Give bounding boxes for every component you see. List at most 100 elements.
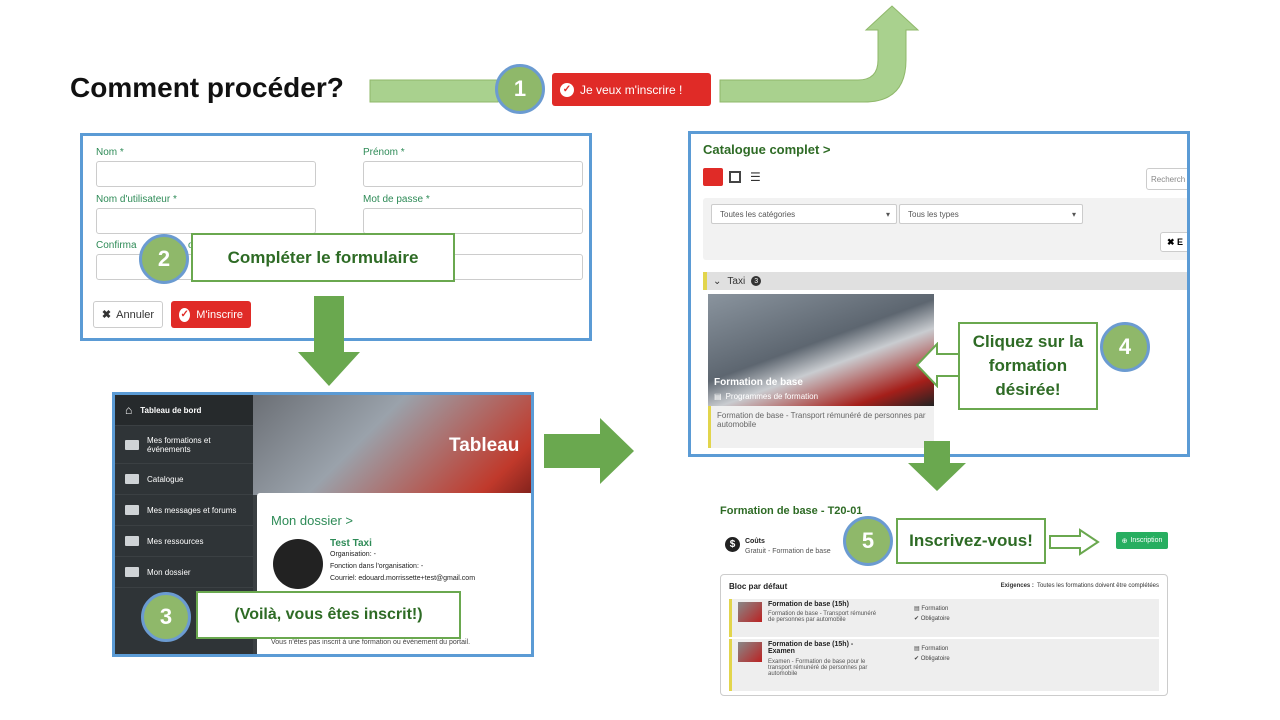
grid-view-icon[interactable]: [703, 168, 723, 186]
categories-value: Toutes les catégories: [720, 209, 796, 219]
books-icon: [125, 536, 139, 546]
username-label: Nom d'utilisateur *: [96, 194, 177, 205]
requirements: Exigences :Toutes les formations doivent…: [1001, 583, 1159, 589]
check-icon: ✓: [179, 307, 191, 322]
sidebar-item-formations[interactable]: Mes formations et événements: [115, 426, 253, 464]
minscrire-label: M'inscrire: [196, 308, 243, 321]
check-circle-icon: ✔: [914, 616, 921, 622]
chevron-down-icon: ▾: [1071, 209, 1076, 219]
cost-label: Coûts: [745, 538, 765, 545]
sidebar-item-label: Mes messages et forums: [147, 505, 237, 515]
item-type-label: Formation: [921, 646, 949, 652]
dashboard-panel: ⌂ Tableau de bord Mes formations et événe…: [112, 392, 534, 657]
arrow-down-1: [298, 296, 360, 386]
cost-value: Gratuit - Formation de base: [745, 548, 831, 555]
clear-filters-button[interactable]: ✖ E: [1160, 232, 1187, 252]
types-value: Tous les types: [908, 209, 959, 219]
list-view-icon[interactable]: ☰: [750, 170, 761, 184]
user-name: Test Taxi: [330, 538, 372, 549]
item-type: ▤ Formation: [914, 605, 948, 612]
book-icon: ▤: [714, 392, 722, 401]
item-title: Formation de base (15h) - Examen: [768, 641, 854, 655]
sidebar-item-catalogue[interactable]: Catalogue: [115, 464, 253, 495]
callout-cliquez-formation: Cliquez sur la formation désirée!: [958, 322, 1098, 410]
list-item[interactable]: Formation de base (15h) - Examen Examen …: [729, 639, 1159, 691]
courriel-line: Courriel: edouard.morrissette+test@gmail…: [330, 575, 476, 582]
dollar-icon: $: [725, 537, 740, 552]
calendar-view-icon[interactable]: [729, 171, 741, 183]
item-type: ▤ Formation: [914, 645, 948, 652]
annuler-label: Annuler: [116, 308, 155, 321]
catalog-panel: Catalogue complet > ☰ Recherch Toutes le…: [688, 131, 1190, 457]
catalog-title[interactable]: Catalogue complet >: [703, 142, 831, 157]
requirements-key: Exigences :: [1000, 583, 1034, 589]
course-card-sub-label: Programmes de formation: [725, 392, 819, 401]
chevron-down-icon: ▾: [885, 209, 890, 219]
step-4-badge: 4: [1100, 322, 1150, 372]
item-desc: Examen - Formation de base pour le trans…: [768, 659, 868, 677]
username-field[interactable]: [96, 208, 316, 234]
arrow-down-2: [908, 441, 966, 491]
book-icon: ▤: [914, 646, 922, 652]
prenom-field[interactable]: [363, 161, 583, 187]
item-status: ✔ Obligatoire: [914, 615, 950, 622]
step-5-badge: 5: [843, 516, 893, 566]
step-2-badge: 2: [139, 234, 189, 284]
page-title: Comment procéder?: [70, 72, 344, 103]
types-select[interactable]: Tous les types ▾: [899, 204, 1083, 224]
password-field[interactable]: [363, 208, 583, 234]
thumbnail: [738, 642, 762, 662]
nom-field[interactable]: [96, 161, 316, 187]
sidebar-item-label: Catalogue: [147, 474, 184, 484]
item-status-label: Obligatoire: [920, 656, 950, 662]
taxi-label: Taxi: [727, 275, 746, 287]
course-card-title: Formation de base: [714, 377, 803, 388]
confirm-label-tail: o: [188, 240, 194, 251]
item-title: Formation de base (15h): [768, 601, 849, 608]
nom-label: Nom *: [96, 147, 124, 158]
mon-dossier-title[interactable]: Mon dossier >: [271, 513, 354, 528]
avatar: [273, 539, 323, 589]
sidebar-item-label: Tableau de bord: [140, 405, 202, 415]
list-item[interactable]: Formation de base (15h) Formation de bas…: [729, 599, 1159, 637]
taxi-group-header[interactable]: ⌄ Taxi 3: [703, 272, 1187, 290]
plus-icon: ⊕: [1121, 537, 1128, 545]
je-veux-minscrire-button[interactable]: ✓ Je veux m'inscrire !: [552, 73, 711, 106]
callout-inscrivez-vous: Inscrivez-vous!: [896, 518, 1046, 564]
sidebar-item-label: Mon dossier: [147, 567, 191, 577]
annuler-button[interactable]: ✖ Annuler: [93, 301, 163, 328]
minscrire-button[interactable]: ✓ M'inscrire: [171, 301, 251, 328]
course-card-desc: Formation de base - Transport rémunéré d…: [708, 406, 934, 448]
inscription-label: Inscription: [1130, 537, 1163, 544]
sidebar-item-tableau[interactable]: ⌂ Tableau de bord: [115, 395, 253, 426]
step-1-badge: 1: [495, 64, 545, 114]
sidebar-item-dossier[interactable]: Mon dossier: [115, 557, 253, 588]
callout-completer-formulaire: Compléter le formulaire: [191, 233, 455, 282]
search-input[interactable]: Recherch: [1146, 168, 1187, 190]
course-card-sub: ▤Programmes de formation: [714, 392, 818, 401]
password-label: Mot de passe *: [363, 194, 430, 205]
thumbnail: [738, 602, 762, 622]
grid-icon: [125, 474, 139, 484]
folder-icon: [125, 567, 139, 577]
arrow-right-callout: [1049, 528, 1100, 556]
inscription-button[interactable]: ⊕Inscription: [1116, 532, 1168, 549]
org-line: Organisation: -: [330, 551, 376, 558]
item-type-label: Formation: [921, 606, 949, 612]
prenom-label: Prénom *: [363, 147, 405, 158]
confirm-label: Confirma: [96, 240, 137, 251]
book-icon: ▤: [914, 606, 922, 612]
course-card-image[interactable]: [708, 294, 934, 406]
arrow-left-callout: [915, 342, 960, 388]
sidebar-item-messages[interactable]: Mes messages et forums: [115, 495, 253, 526]
bloc-par-defaut: Bloc par défaut Exigences :Toutes les fo…: [720, 574, 1168, 696]
sidebar-item-label: Mes ressources: [147, 536, 204, 546]
sidebar-item-label: Mes formations et événements: [147, 435, 211, 454]
item-status: ✔ Obligatoire: [914, 655, 950, 662]
categories-select[interactable]: Toutes les catégories ▾: [711, 204, 897, 224]
check-icon: ✓: [560, 82, 574, 97]
callout-voila-inscrit: (Voilà, vous êtes inscrit!): [196, 591, 461, 639]
item-desc: Formation de base - Transport rémunéré d…: [768, 611, 877, 623]
sidebar-item-ressources[interactable]: Mes ressources: [115, 526, 253, 557]
home-icon: ⌂: [125, 403, 133, 417]
